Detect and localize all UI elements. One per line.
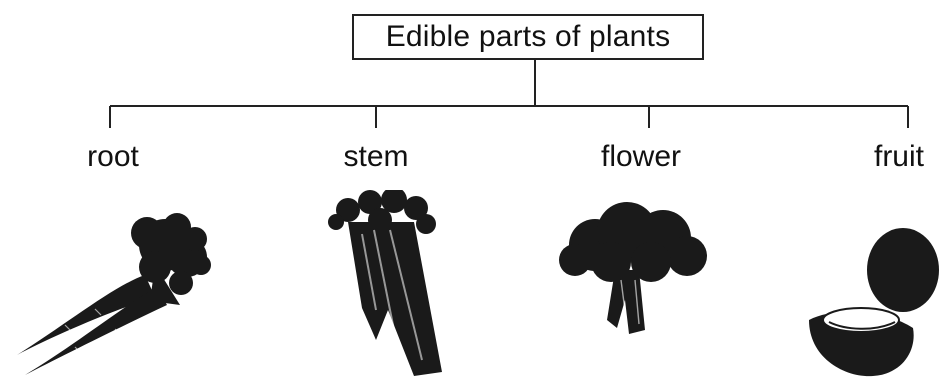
diagram-title-box: Edible parts of plants (352, 14, 704, 60)
label-flower: flower (580, 140, 702, 174)
label-root: root (78, 140, 148, 174)
diagram-title: Edible parts of plants (386, 20, 671, 54)
label-fruit: fruit (862, 140, 936, 174)
label-stem: stem (328, 140, 424, 174)
celery-icon (318, 190, 453, 380)
coconut-icon (805, 218, 940, 381)
carrot-icon (5, 205, 220, 381)
broccoli-icon (555, 200, 715, 340)
